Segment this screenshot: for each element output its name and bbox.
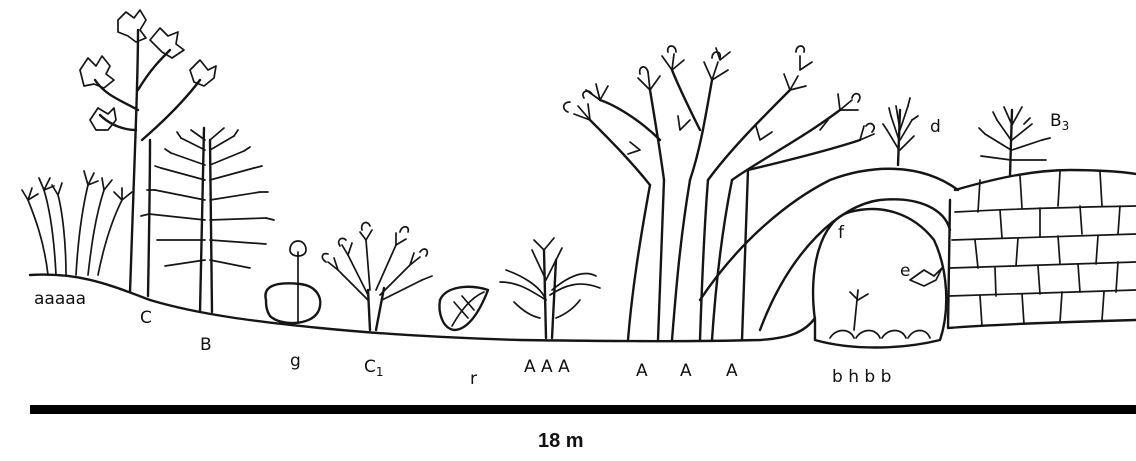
label-d: d <box>930 117 941 137</box>
stone-wall <box>948 170 1136 328</box>
scale-bar <box>30 405 1136 414</box>
label-a-left: A <box>636 361 648 381</box>
grass-clump-a <box>22 171 132 275</box>
label-b: B <box>200 335 212 355</box>
shrub-b3 <box>979 107 1050 175</box>
label-f: f <box>838 223 845 243</box>
label-a-mid: A <box>680 361 692 381</box>
label-bhbb: b h b b <box>832 367 891 387</box>
shrub-c1 <box>322 223 432 330</box>
label-aaaaa: aaaaa <box>34 289 86 309</box>
scale-bar-label: 18 m <box>538 430 584 452</box>
rock-arch <box>700 169 958 348</box>
herbs-a1-a2-a3 <box>500 238 600 338</box>
label-b3: B3 <box>1050 111 1069 133</box>
label-c1: C1 <box>364 357 384 379</box>
label-r: r <box>470 369 477 389</box>
conifer-b <box>141 128 274 312</box>
tree-c <box>80 10 216 296</box>
label-e: e <box>900 261 910 281</box>
shrub-d <box>883 98 918 165</box>
leaf-r <box>440 287 488 330</box>
label-a1-a2-a3: A A A <box>524 357 570 377</box>
trees-a-group <box>590 70 860 340</box>
trees-a-foliage <box>564 46 874 154</box>
boulder-g <box>265 241 320 323</box>
label-a-right: A <box>726 361 738 381</box>
label-c: C <box>140 308 152 328</box>
label-g: g <box>290 351 301 371</box>
cave-opening <box>813 209 946 347</box>
